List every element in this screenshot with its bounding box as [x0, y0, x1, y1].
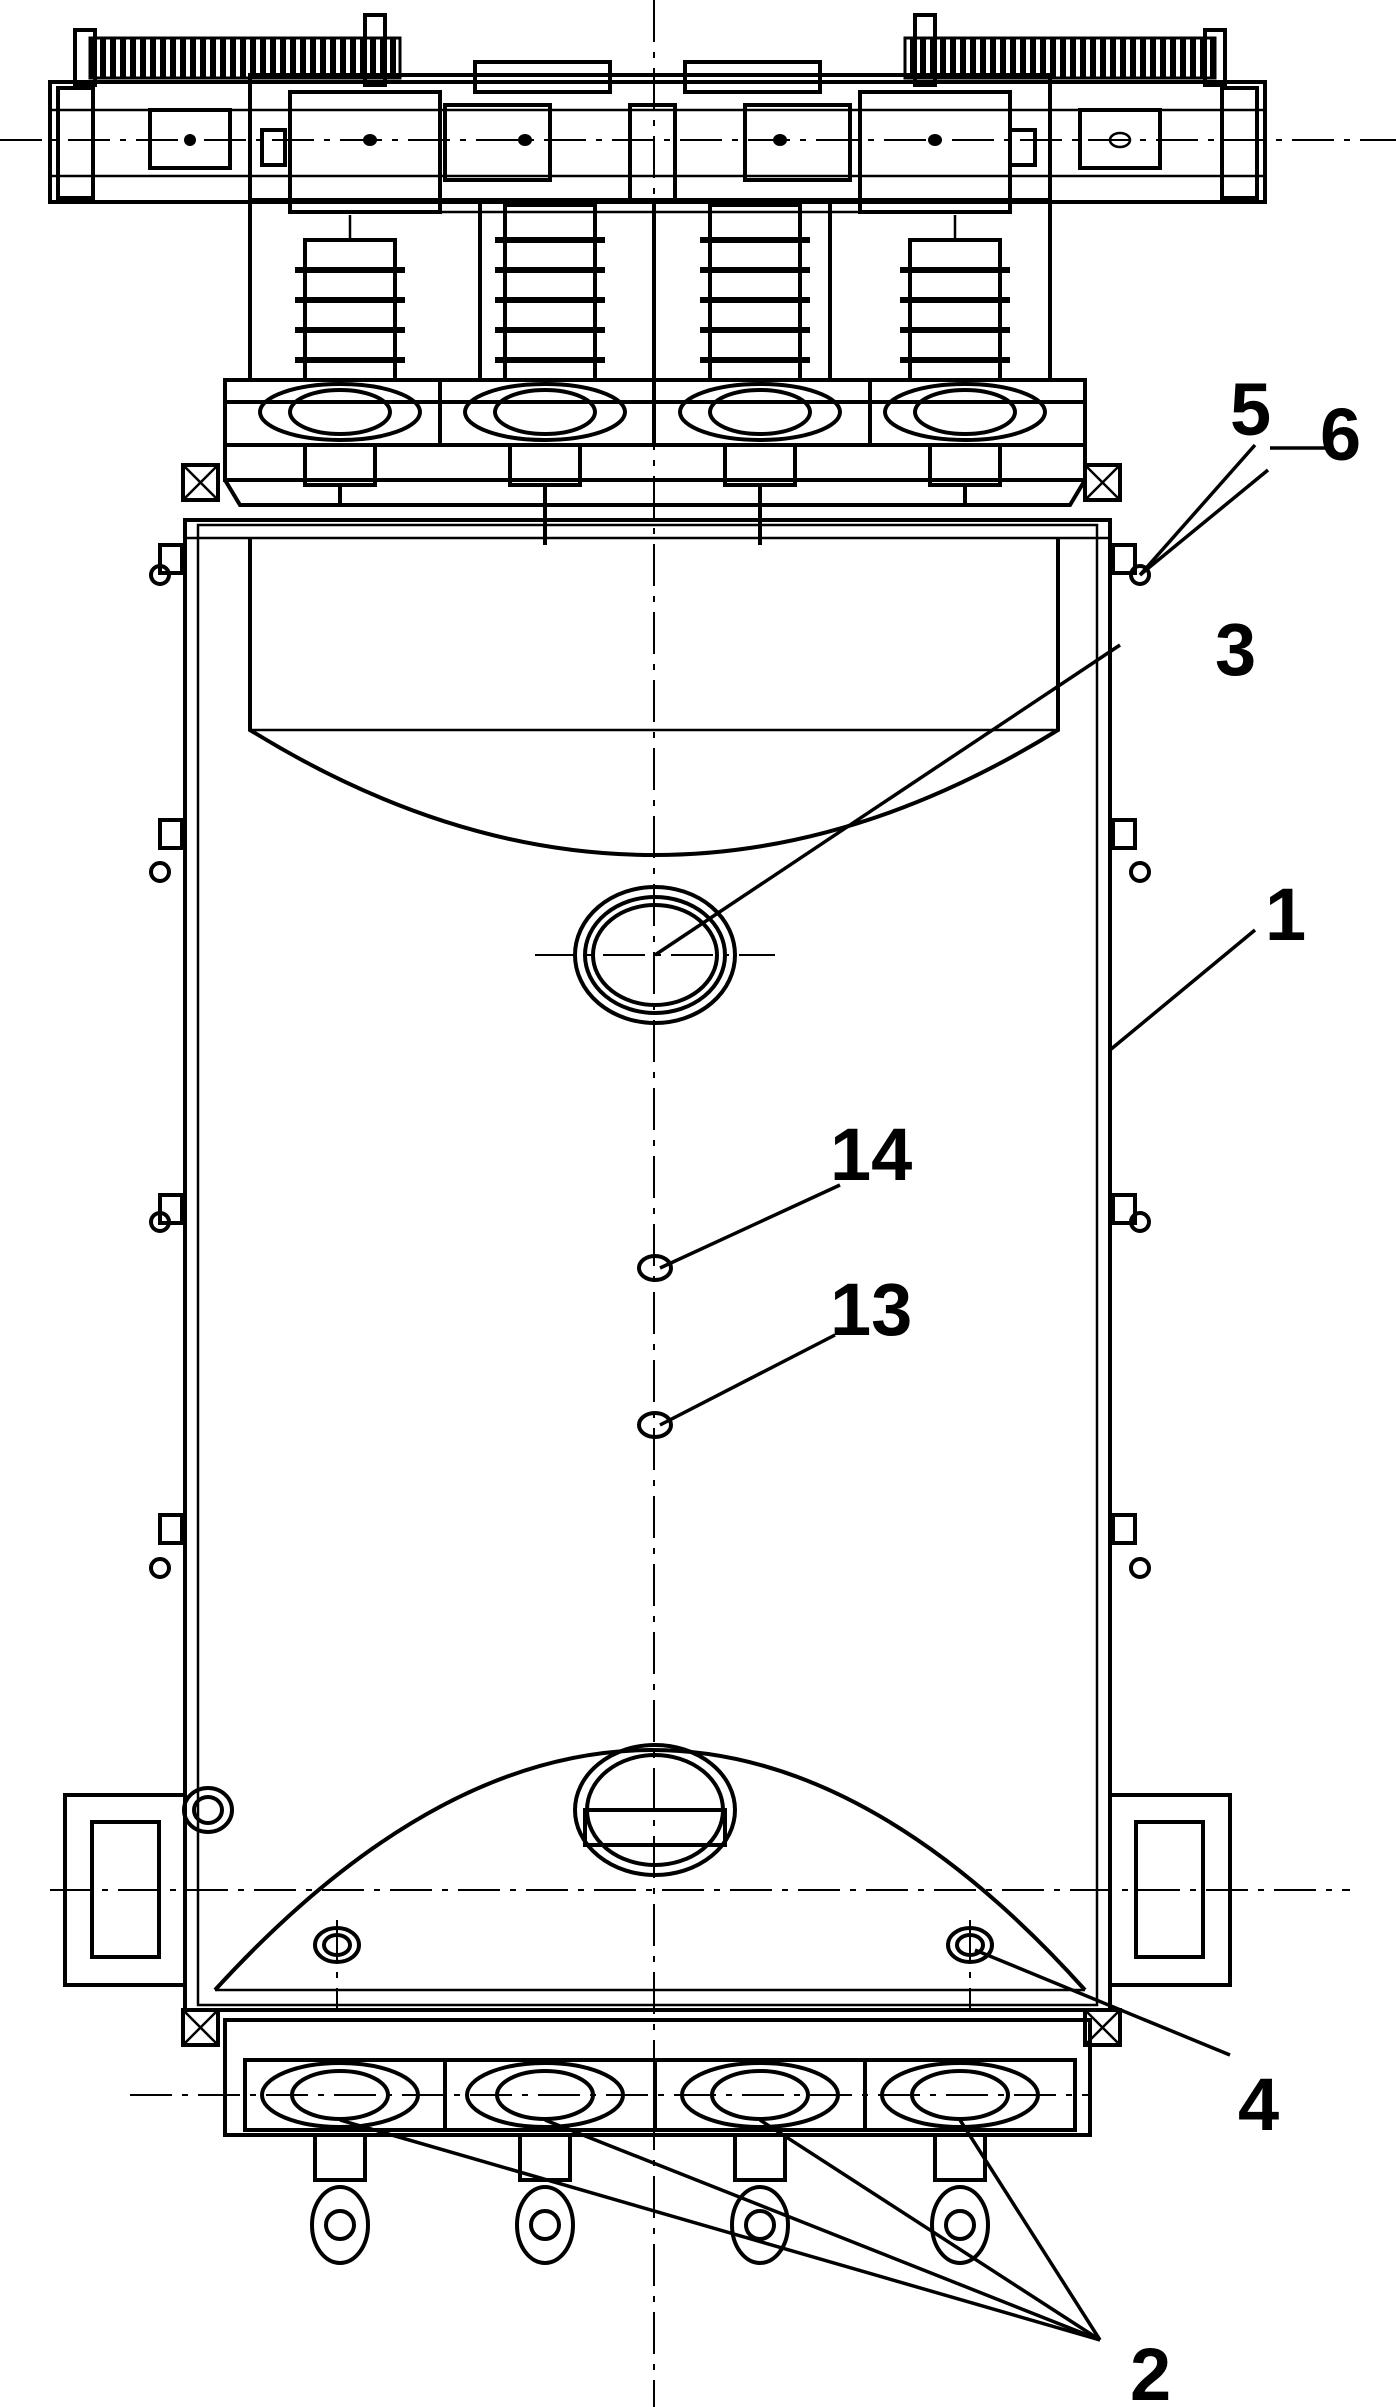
label-5: 5 [1230, 368, 1271, 451]
terminal-4 [930, 2133, 990, 2265]
port-3 [573, 885, 737, 1025]
interrupter-4 [900, 238, 1010, 382]
labels: 5 6 3 1 14 13 4 2 [830, 368, 1361, 2407]
label-1: 1 [1265, 873, 1306, 956]
terminal-1 [310, 2133, 370, 2265]
main-tank [63, 518, 1232, 2047]
interrupter-1 [295, 238, 405, 382]
left-heat-sink [88, 36, 402, 80]
side-brackets-right [1111, 543, 1151, 1579]
lower-insulator-frame [223, 2018, 1092, 2265]
terminal-2 [515, 2133, 575, 2265]
interrupter-3 [700, 203, 810, 382]
terminal-3 [730, 2133, 790, 2265]
right-heat-sink [903, 36, 1217, 80]
side-brackets-left [149, 543, 184, 1579]
label-3: 3 [1215, 608, 1256, 691]
interrupter-2 [495, 203, 605, 382]
leader-lines [339, 443, 1325, 2342]
label-2: 2 [1130, 2333, 1171, 2407]
bottom-port [573, 1743, 737, 1877]
sensor-14 [637, 1254, 673, 1282]
label-6: 6 [1320, 393, 1361, 476]
label-14: 14 [830, 1113, 912, 1196]
upper-insulator-frame [181, 378, 1122, 545]
tank-body [183, 518, 1112, 2012]
label-4: 4 [1238, 2063, 1279, 2146]
sensor-13 [637, 1411, 673, 1439]
label-13: 13 [830, 1268, 912, 1351]
top-mechanism [48, 13, 1267, 382]
